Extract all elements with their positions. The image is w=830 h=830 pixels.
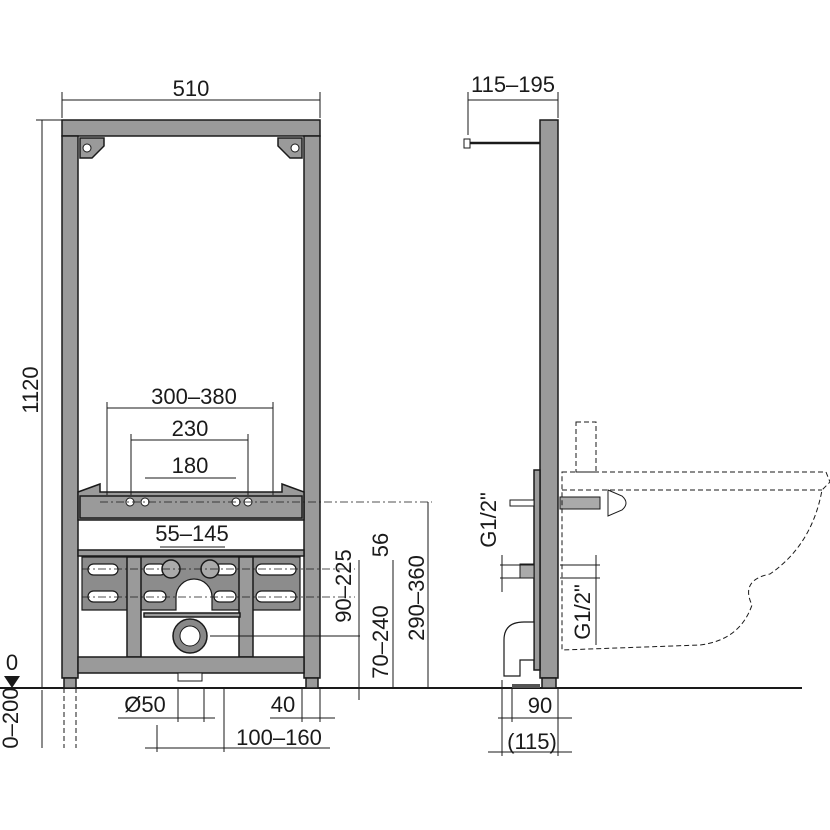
dim-thread-top: G1/2" bbox=[476, 492, 501, 548]
dim-55-145: 55–145 bbox=[155, 521, 228, 546]
bidet-tap-outline bbox=[575, 421, 597, 473]
dim-height: 1120 bbox=[18, 366, 43, 413]
dim-115-195: 115–195 bbox=[471, 72, 555, 97]
bracket-right bbox=[277, 137, 303, 159]
dim-90-225: 90–225 bbox=[331, 549, 356, 622]
dim-300-380: 300–380 bbox=[151, 384, 237, 409]
dim-180: 180 bbox=[172, 453, 209, 478]
dim-width: 510 bbox=[173, 76, 210, 101]
inner-post-left bbox=[126, 556, 142, 658]
inner-post-right bbox=[238, 556, 254, 658]
dim-100-160: 100–160 bbox=[236, 725, 322, 750]
front-dimensions: 510 1120 300–380 230 180 55–145 90–225 5… bbox=[0, 76, 429, 752]
bracket-left bbox=[79, 137, 105, 159]
side-post bbox=[539, 119, 559, 679]
dim-diameter-50: Ø50 bbox=[124, 692, 166, 717]
dim-floor-0: 0 bbox=[6, 650, 18, 675]
dim-56: 56 bbox=[368, 533, 393, 557]
floor-level-marker bbox=[4, 676, 20, 688]
bidet-outline bbox=[561, 471, 830, 651]
drain-elbow bbox=[503, 621, 535, 677]
dim-290-360: 290–360 bbox=[404, 555, 429, 641]
cross-bar-front bbox=[79, 495, 303, 519]
left-post bbox=[61, 135, 79, 679]
front-frame bbox=[61, 119, 432, 748]
dim-90: 90 bbox=[528, 693, 552, 718]
dim-0-200: 0–200 bbox=[0, 687, 23, 748]
bidet-bolt bbox=[607, 489, 627, 517]
side-view: 115–195 G1/2" G1/2" 90 (115) bbox=[463, 72, 830, 756]
bottom-rail bbox=[77, 656, 305, 674]
dim-40: 40 bbox=[271, 692, 295, 717]
top-rail bbox=[61, 119, 321, 137]
dim-230: 230 bbox=[172, 416, 209, 441]
dim-thread-bottom: G1/2" bbox=[570, 584, 595, 640]
dim-115: (115) bbox=[507, 729, 557, 754]
dim-70-240: 70–240 bbox=[368, 605, 393, 678]
right-foot bbox=[305, 677, 319, 689]
left-foot bbox=[63, 677, 77, 689]
